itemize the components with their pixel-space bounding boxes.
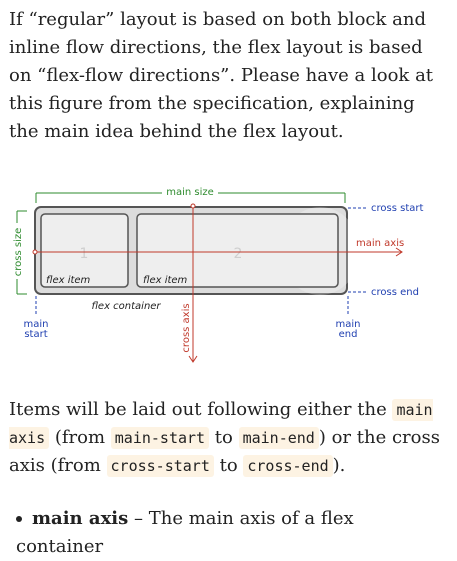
axis-text-1: Items will be laid out following either … [9, 399, 393, 420]
bullet-term: main axis [32, 508, 129, 529]
main-start-label-1: main [24, 319, 49, 330]
cross-axis-label: cross axis [181, 303, 192, 352]
flex-layout-figure: main size cross size 1 flex item 2 flex … [13, 187, 423, 363]
main-end-label-1: main [336, 319, 361, 330]
flex-item-2-number: 2 [234, 246, 243, 262]
cross-size-bracket [16, 210, 27, 295]
axis-text-2: (from [49, 427, 111, 448]
cross-size-label: cross size [13, 228, 24, 277]
flex-item-1-number: 1 [80, 246, 89, 262]
axis-paragraph: Items will be laid out following either … [9, 396, 449, 480]
code-main-start: main-start [110, 427, 210, 449]
code-cross-end: cross-end [243, 455, 333, 477]
cross-start-label: cross start [371, 203, 423, 214]
axis-text-5: to [213, 455, 244, 476]
main-size-bracket [35, 192, 346, 203]
code-main-end: main-end [238, 427, 319, 449]
axis-text-4: ) or the cross axis (from [9, 427, 440, 476]
intro-paragraph: If “regular” layout is based on both blo… [9, 9, 434, 142]
axis-text-6: ). [332, 455, 346, 476]
axis-text-3: to [209, 427, 239, 448]
flex-item-2-label: flex item [143, 275, 188, 286]
definition-list-item: main axis – The main axis of a flex cont… [16, 505, 446, 561]
cross-axis-arrow [188, 203, 198, 363]
bullet-dot [16, 516, 22, 522]
cross-end-label: cross end [371, 287, 419, 298]
main-size-label: main size [166, 187, 214, 198]
main-axis-arrow [32, 247, 403, 257]
flex-item-1-box [40, 213, 129, 288]
main-end-label-2: end [339, 329, 358, 340]
flex-item-1-label: flex item [46, 275, 91, 286]
main-start-label-2: start [24, 329, 47, 340]
main-axis-label: main axis [356, 238, 404, 249]
flex-item-2-box [136, 213, 339, 288]
code-cross-start: cross-start [106, 455, 214, 477]
flex-container-label: flex container [91, 301, 161, 312]
